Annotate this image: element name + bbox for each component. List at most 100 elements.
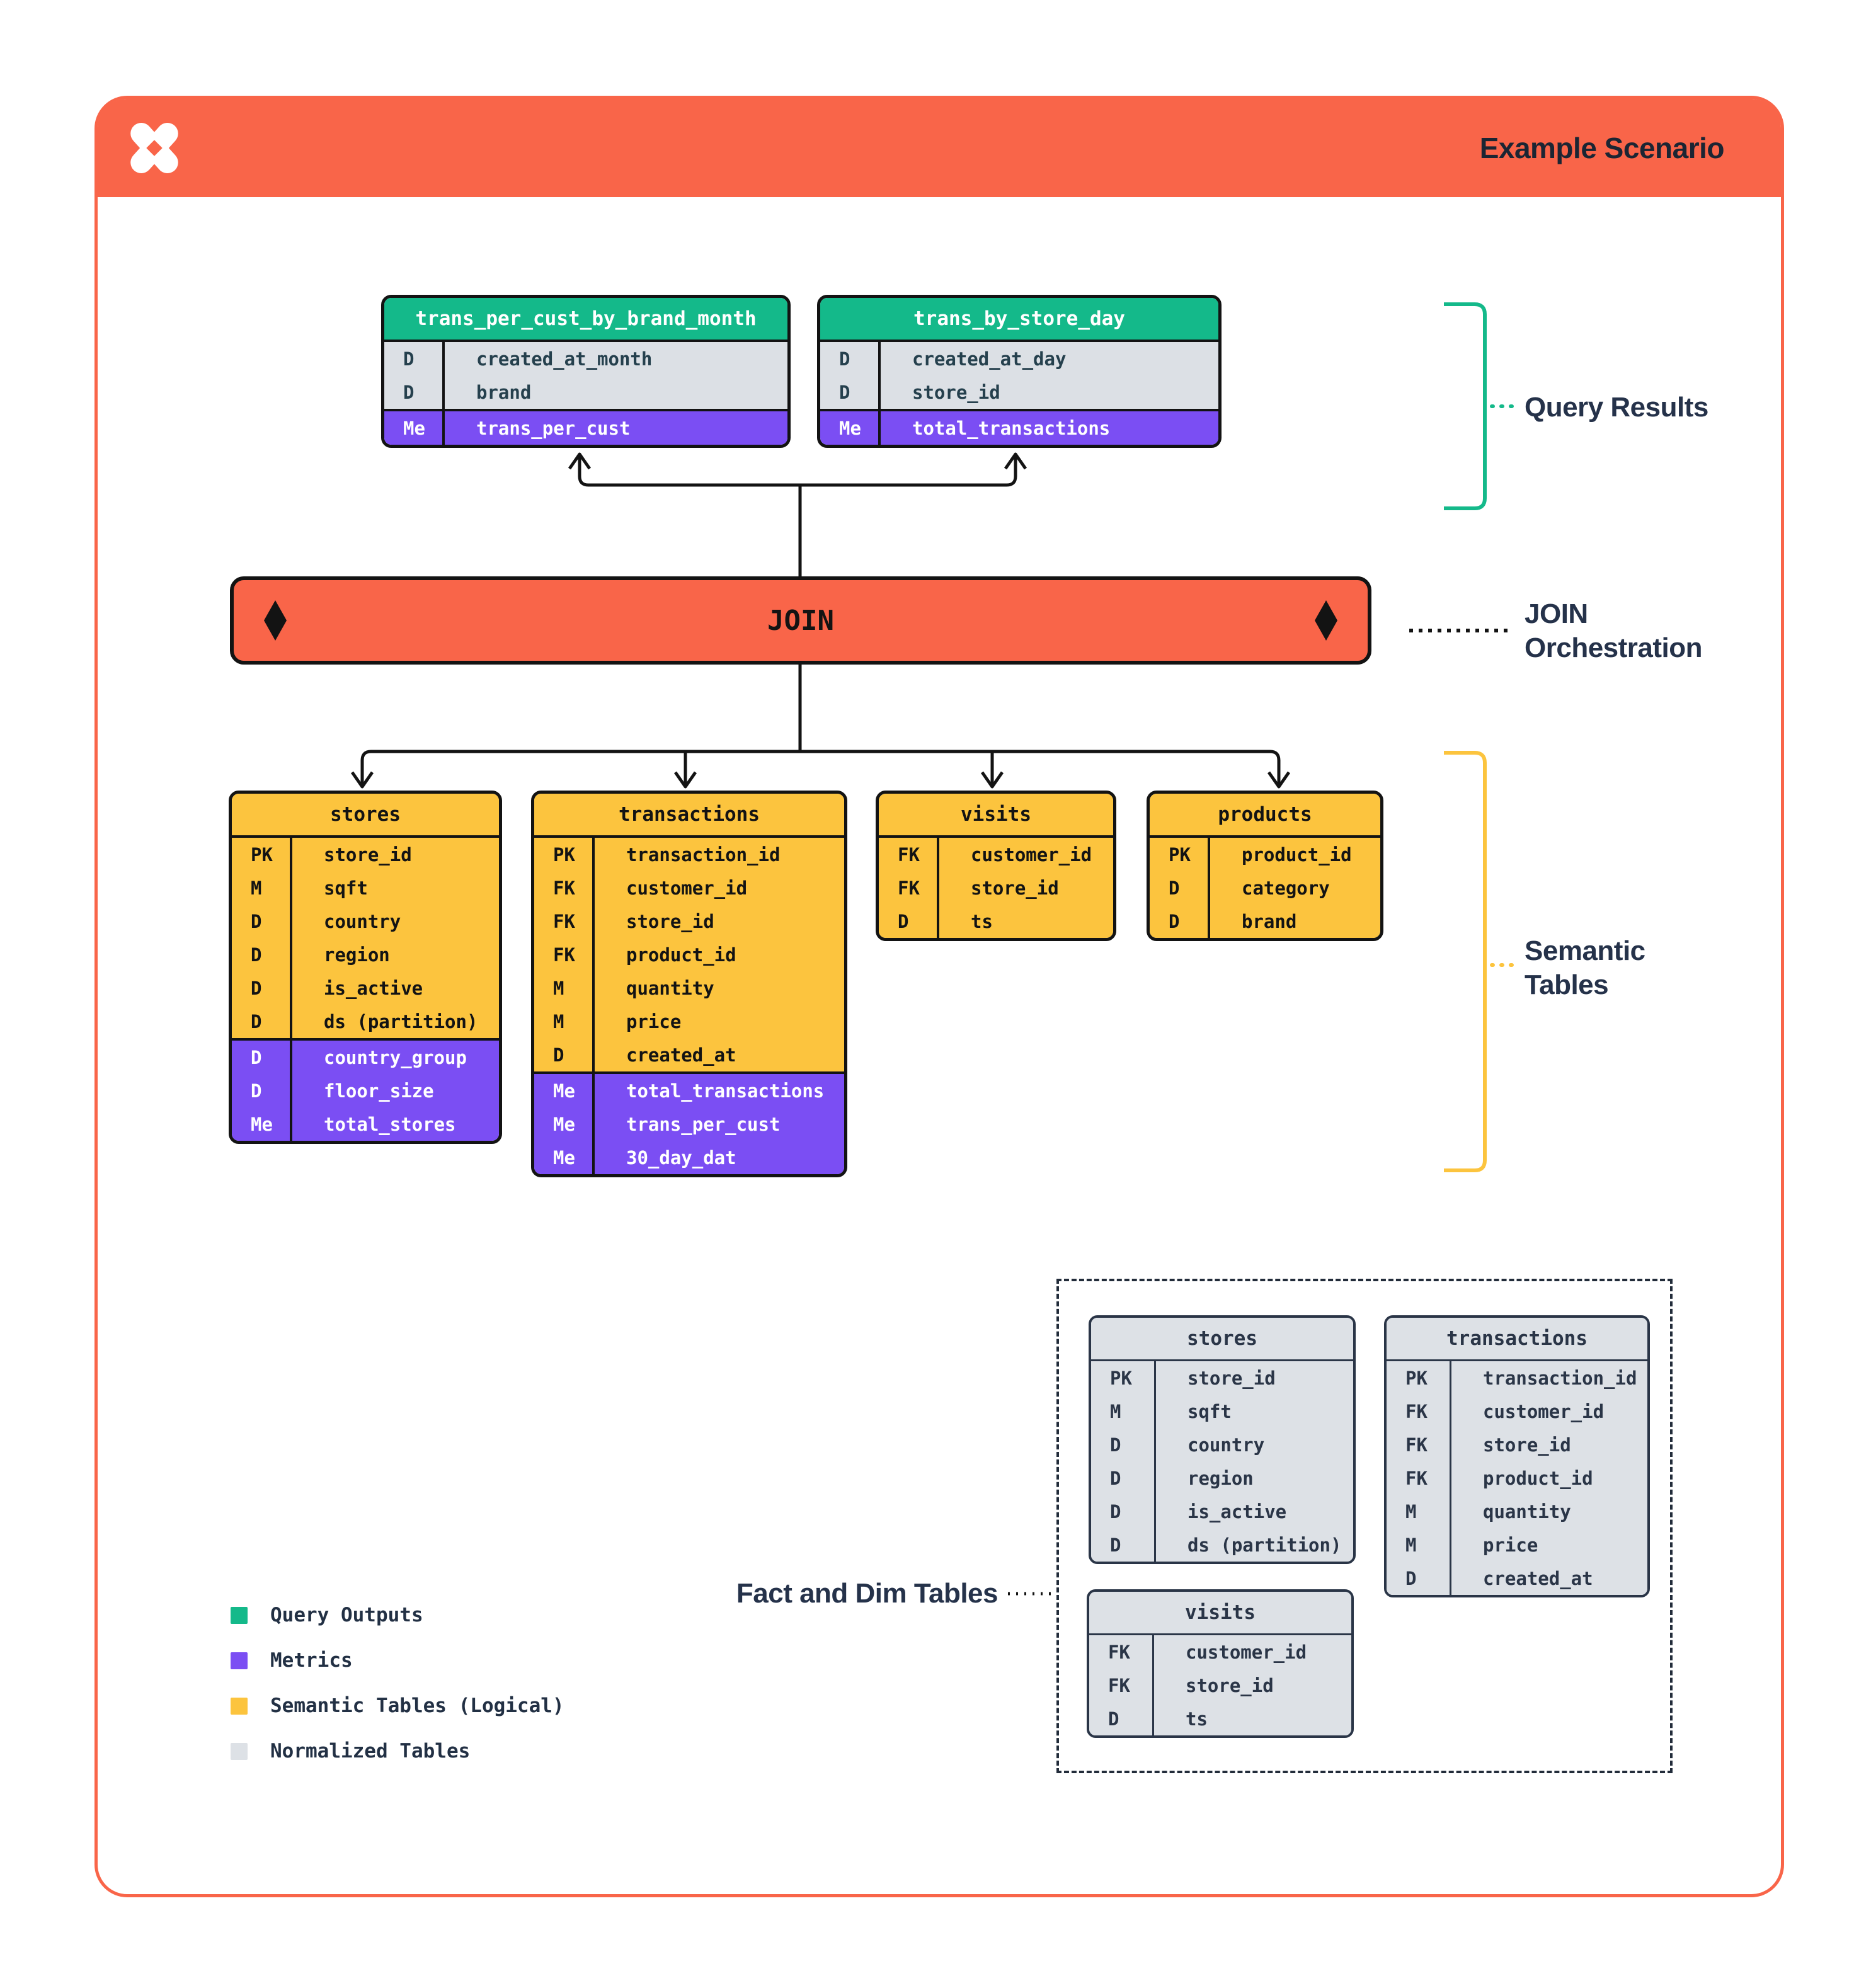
column-type-badge: FK <box>1387 1395 1451 1428</box>
column-type-badge: PK <box>232 838 292 871</box>
column-type-badge: FK <box>534 938 595 971</box>
column-type-badge: D <box>232 1005 292 1038</box>
column-type-badge: Me <box>232 1107 292 1141</box>
column-name: 30_day_dat <box>626 1146 736 1168</box>
table-row: D country_group <box>232 1038 499 1074</box>
table-row: Me 30_day_dat <box>534 1141 844 1174</box>
column-type-badge: D <box>232 905 292 938</box>
column-type-badge: D <box>232 971 292 1005</box>
table-title: stores <box>1091 1318 1353 1361</box>
column-name: sqft <box>324 877 368 899</box>
join-orchestration-label-line2: Orchestration <box>1525 632 1703 663</box>
table-title: transactions <box>534 794 844 838</box>
table-row: D is_active <box>1091 1495 1353 1528</box>
column-type-badge: D <box>1091 1495 1156 1528</box>
table-row: D region <box>232 938 499 971</box>
semantic-tables-label: Semantic Tables <box>1525 934 1645 1002</box>
column-type-badge: M <box>1091 1395 1156 1428</box>
table-row: FK customer_id <box>879 838 1113 871</box>
column-type-badge: FK <box>879 838 939 871</box>
legend-label: Normalized Tables <box>270 1740 471 1762</box>
column-name: store_id <box>1186 1674 1274 1696</box>
table-row: D store_id <box>820 375 1218 409</box>
column-type-badge: M <box>1387 1495 1451 1528</box>
fact-dim-label: Fact and Dim Tables <box>736 1578 998 1609</box>
column-name: store_id <box>626 910 714 932</box>
column-type-badge: D <box>232 938 292 971</box>
column-name: customer_id <box>1483 1400 1605 1422</box>
column-name: store_id <box>971 877 1059 899</box>
column-name: store_id <box>1483 1434 1571 1456</box>
table-title: trans_by_store_day <box>820 298 1218 342</box>
join-label: JOIN <box>767 604 834 637</box>
column-name: created_at <box>626 1044 736 1066</box>
table-row: PK store_id <box>232 838 499 871</box>
table-row: M sqft <box>1091 1395 1353 1428</box>
legend-label: Query Outputs <box>270 1604 423 1626</box>
table-row: D brand <box>1150 905 1380 938</box>
legend-item: Semantic Tables (Logical) <box>231 1683 564 1728</box>
column-type-badge: FK <box>1387 1428 1451 1461</box>
column-type-badge: M <box>1387 1528 1451 1562</box>
column-name: price <box>1483 1534 1538 1556</box>
column-name: customer_id <box>626 877 748 899</box>
table-title: visits <box>879 794 1113 838</box>
table-row: FK customer_id <box>1387 1395 1647 1428</box>
table-title: visits <box>1089 1592 1351 1635</box>
legend-swatch-icon <box>231 1606 248 1624</box>
column-name: created_at_day <box>912 348 1067 370</box>
table-row: PK store_id <box>1091 1361 1353 1395</box>
column-name: created_at <box>1483 1567 1593 1589</box>
table-semantic-transactions: transactions PK transaction_id FK custom… <box>531 791 847 1177</box>
column-name: country <box>324 910 401 932</box>
table-title: stores <box>232 794 499 838</box>
table-row: D ts <box>1089 1702 1351 1735</box>
table-row: D created_at_day <box>820 342 1218 375</box>
table-row: M price <box>534 1005 844 1038</box>
column-type-badge: D <box>384 375 445 409</box>
table-semantic-products: products PK product_id D category D bran… <box>1147 791 1383 941</box>
column-name: category <box>1242 877 1330 899</box>
column-name: country_group <box>324 1046 467 1068</box>
column-type-badge: D <box>820 342 881 375</box>
column-name: total_stores <box>324 1113 456 1135</box>
table-row: Me total_stores <box>232 1107 499 1141</box>
semantic-tables-label-line2: Tables <box>1525 969 1609 1000</box>
table-row: D region <box>1091 1461 1353 1495</box>
column-type-badge: PK <box>534 838 595 871</box>
legend-label: Semantic Tables (Logical) <box>270 1694 564 1717</box>
column-type-badge: Me <box>534 1141 595 1174</box>
table-row: FK product_id <box>534 938 844 971</box>
column-type-badge: D <box>1150 871 1210 905</box>
table-title: products <box>1150 794 1380 838</box>
table-row: PK transaction_id <box>534 838 844 871</box>
page-title: Example Scenario <box>1479 132 1725 164</box>
table-row: D ds (partition) <box>232 1005 499 1038</box>
column-type-badge: FK <box>1089 1635 1154 1669</box>
table-row: FK product_id <box>1387 1461 1647 1495</box>
column-name: product_id <box>626 944 736 966</box>
table-row: D country <box>1091 1428 1353 1461</box>
join-orchestration-bar: JOIN <box>230 576 1371 665</box>
table-row: D floor_size <box>232 1074 499 1107</box>
column-name: trans_per_cust <box>476 417 631 439</box>
table-row: D ts <box>879 905 1113 938</box>
table-title: transactions <box>1387 1318 1647 1361</box>
column-type-badge: FK <box>534 871 595 905</box>
column-name: floor_size <box>324 1080 434 1102</box>
semantic-tables-label-line1: Semantic <box>1525 935 1645 966</box>
column-type-badge: D <box>879 905 939 938</box>
column-type-badge: FK <box>1387 1461 1451 1495</box>
column-type-badge: Me <box>534 1107 595 1141</box>
column-type-badge: Me <box>384 411 445 445</box>
column-type-badge: D <box>384 342 445 375</box>
column-name: region <box>1187 1467 1254 1489</box>
column-name: sqft <box>1187 1400 1232 1422</box>
column-name: region <box>324 944 390 966</box>
pinwheel-x-logo-icon <box>124 118 185 178</box>
column-type-badge: D <box>232 1041 292 1074</box>
table-row: D created_at <box>1387 1562 1647 1595</box>
table-row: D category <box>1150 871 1380 905</box>
table-row: M quantity <box>1387 1495 1647 1528</box>
column-name: customer_id <box>971 843 1092 865</box>
